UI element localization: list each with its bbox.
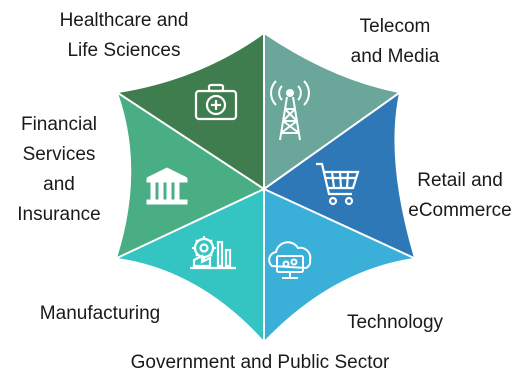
segment-telecom [264, 34, 399, 189]
cloud-monitor-icon [268, 241, 312, 279]
hexagon-segments [116, 34, 415, 341]
segment-healthcare [118, 34, 264, 189]
shopping-cart-icon [316, 162, 360, 206]
segment-financial [117, 93, 264, 258]
bank-building-icon [146, 167, 188, 205]
segment-technology [264, 189, 414, 341]
label-technology: Technology [320, 308, 470, 338]
segment-manufacturing [117, 189, 264, 341]
label-financial: Financial Services and Insurance [0, 110, 118, 230]
label-telecom-line-2: and Media [350, 46, 440, 67]
label-financial-line-4: Insurance [17, 204, 101, 225]
signal-tower-icon [270, 80, 310, 141]
label-footer: Government and Public Sector [60, 348, 460, 378]
label-technology-line-1: Technology [346, 312, 444, 333]
label-retail-line-1: Retail and [417, 170, 503, 191]
segment-retail [264, 93, 414, 258]
label-telecom: Telecom and Media [300, 12, 490, 72]
label-financial-line-3: and [43, 174, 75, 195]
footer-text: Government and Public Sector [130, 352, 390, 373]
factory-gear-icon [190, 236, 236, 270]
label-healthcare: Healthcare and Life Sciences [24, 6, 224, 66]
label-healthcare-line-2: Life Sciences [67, 40, 181, 61]
medical-kit-icon [194, 83, 238, 121]
label-financial-line-1: Financial [20, 114, 98, 135]
label-financial-line-2: Services [22, 144, 96, 165]
label-healthcare-line-1: Healthcare and [59, 10, 189, 31]
label-manufacturing: Manufacturing [10, 299, 190, 329]
label-retail: Retail and eCommerce [396, 166, 524, 226]
label-manufacturing-line-1: Manufacturing [39, 303, 161, 324]
label-retail-line-2: eCommerce [408, 200, 512, 221]
label-telecom-line-1: Telecom [359, 16, 431, 37]
